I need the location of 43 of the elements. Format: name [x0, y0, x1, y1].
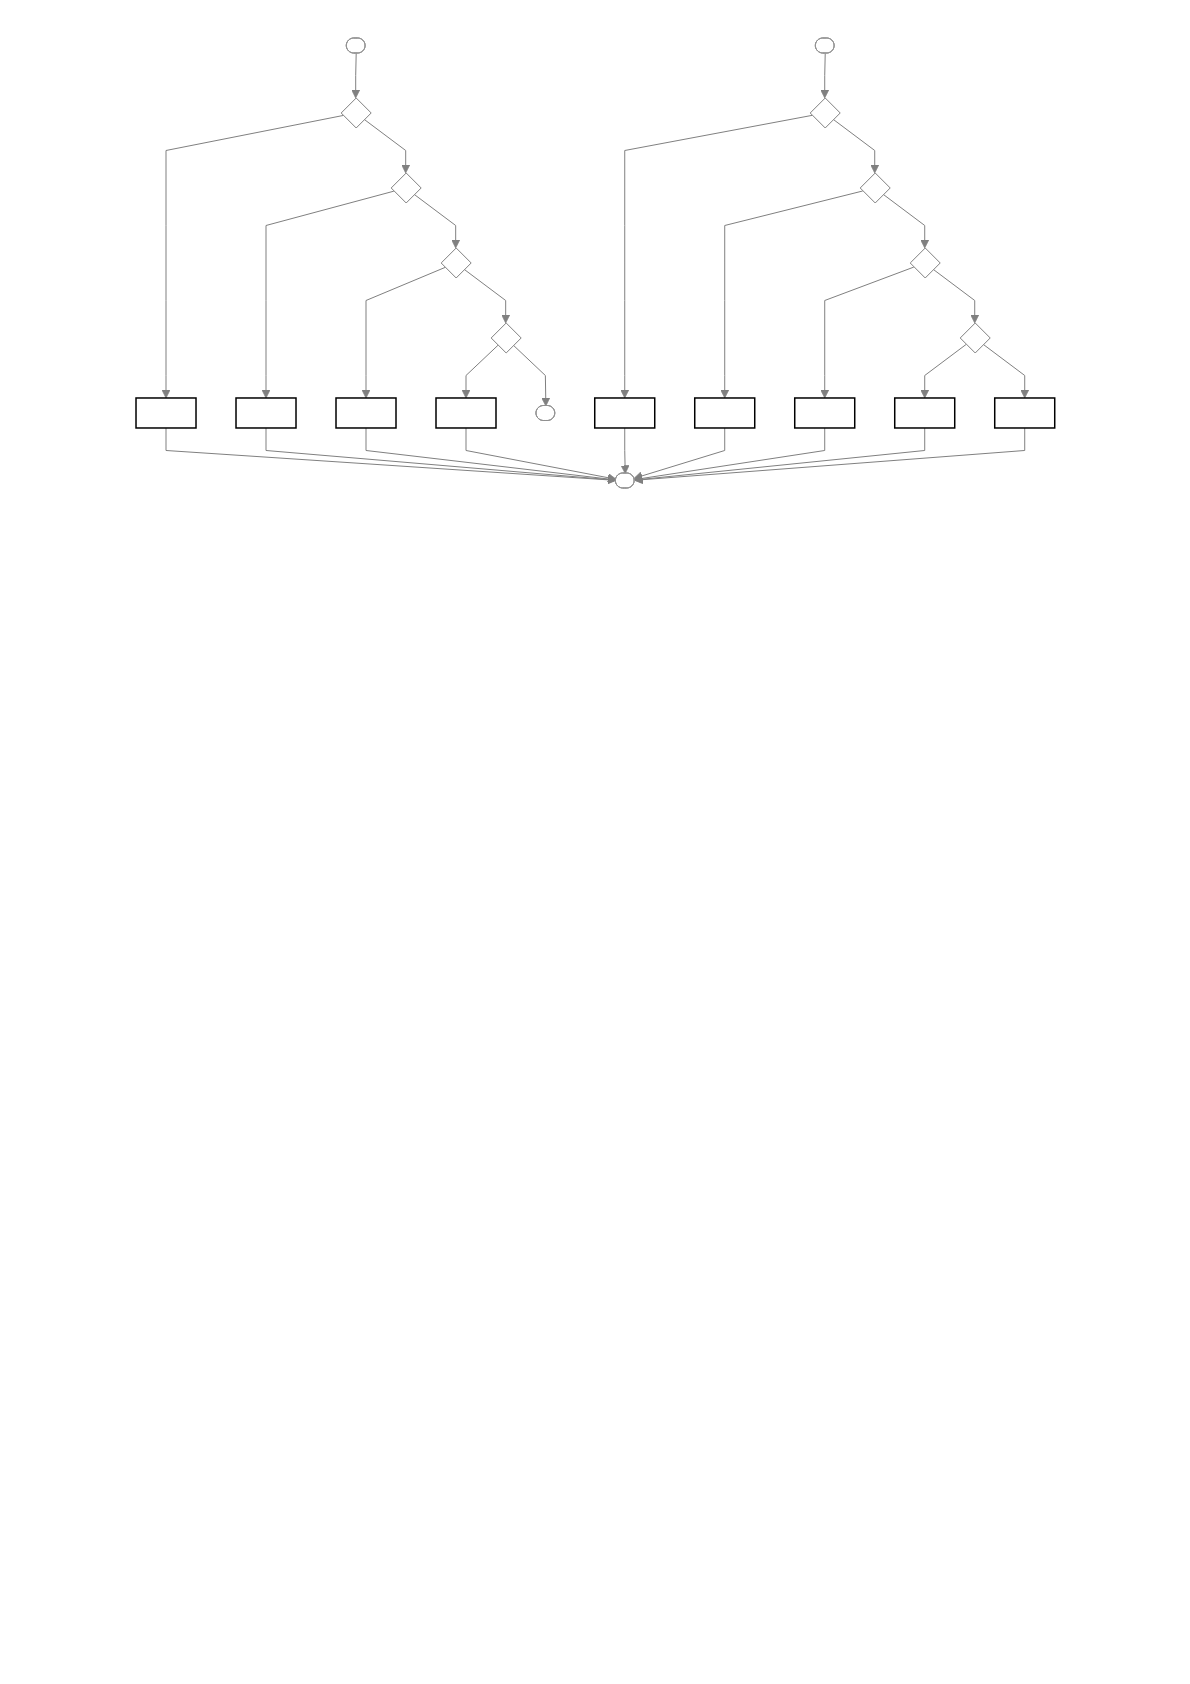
node-diamond: [340, 97, 372, 129]
arrow: [633, 427, 925, 484]
arrow: [261, 190, 394, 399]
arrow: [265, 427, 616, 484]
arrow: [463, 268, 510, 324]
node-box: [134, 397, 197, 429]
arrow: [361, 266, 446, 399]
arrow: [620, 427, 630, 474]
arrow: [882, 193, 929, 249]
arrow: [819, 53, 829, 99]
node-diamond: [859, 172, 891, 204]
node-diamond: [909, 247, 941, 279]
node-box: [434, 397, 497, 429]
arrow: [633, 427, 1025, 485]
node-box: [334, 397, 397, 429]
arrow: [619, 114, 813, 399]
node-box: [993, 397, 1056, 429]
arrow: [165, 427, 616, 485]
arrow: [350, 53, 360, 99]
arrow: [465, 427, 617, 483]
arrow: [982, 343, 1029, 399]
arrow: [719, 190, 863, 399]
arrow: [363, 118, 410, 174]
node-box: [234, 397, 297, 429]
node-diamond: [390, 172, 422, 204]
node-box: [793, 397, 856, 429]
arrow: [461, 344, 499, 399]
node-diamond: [440, 247, 472, 279]
arrow: [161, 114, 344, 399]
arrow: [819, 266, 914, 399]
arrow: [932, 268, 979, 324]
arrow: [512, 344, 550, 407]
arrow: [633, 427, 725, 481]
arrow: [832, 118, 879, 174]
arrow: [413, 193, 460, 249]
node-diamond: [959, 322, 991, 354]
node-diamond: [490, 322, 522, 354]
node-box: [593, 397, 656, 429]
node-box: [693, 397, 756, 429]
node-box: [893, 397, 956, 429]
node-diamond: [809, 97, 841, 129]
arrow: [919, 343, 967, 399]
arrow: [365, 427, 616, 484]
